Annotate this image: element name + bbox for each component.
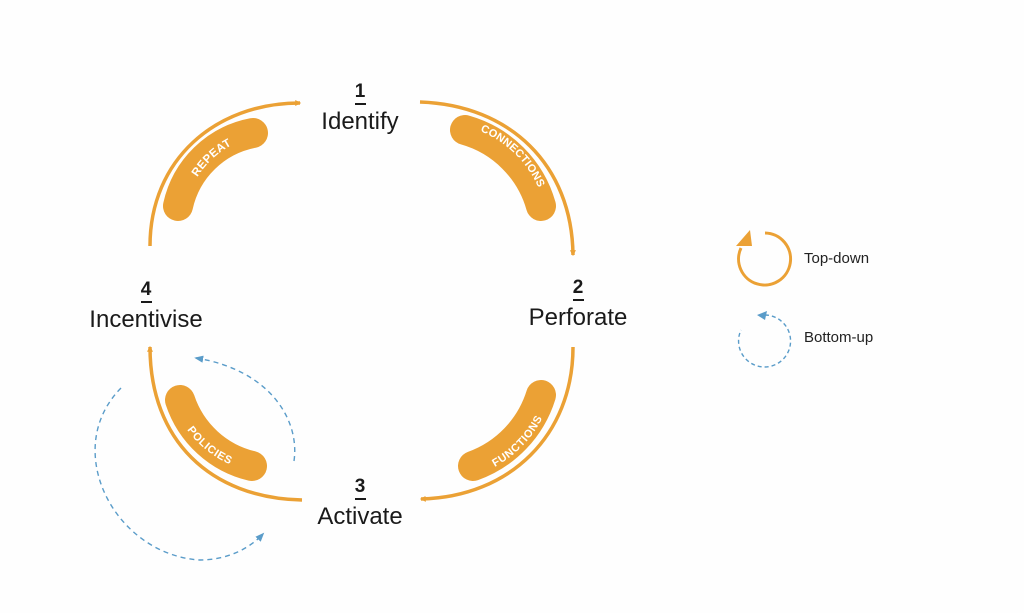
step-identify-underline (354, 103, 366, 105)
legend-bottom-up-label: Bottom-up (804, 329, 874, 346)
top-down-legend-arrowhead (736, 230, 752, 246)
arc-activate-to-incentivise (147, 345, 303, 502)
bottom-up-arc-outer (94, 387, 265, 561)
step-activate: 3 Activate (300, 477, 420, 530)
step-identify: 1 Identify (300, 82, 420, 135)
top-down-legend-icon (737, 231, 793, 287)
arc-identify-to-perforate (419, 100, 576, 257)
step-perforate: 2 Perforate (508, 278, 648, 331)
step-perforate-label: Perforate (528, 304, 628, 331)
step-activate-number: 3 (354, 476, 366, 497)
step-identify-label: Identify (321, 108, 399, 135)
band-functions (458, 380, 556, 481)
step-activate-underline (354, 498, 366, 500)
band-connections (450, 115, 556, 221)
step-incentivise-label: Incentivise (89, 306, 203, 333)
step-incentivise-number: 4 (140, 279, 152, 300)
arc-perforate-to-activate (419, 346, 575, 502)
band-policies (165, 385, 267, 481)
step-identify-number: 1 (354, 81, 366, 102)
legend-top-down-label: Top-down (804, 250, 870, 267)
step-incentivise-underline (140, 301, 152, 303)
step-activate-label: Activate (317, 503, 403, 530)
step-perforate-number: 2 (572, 277, 584, 298)
bottom-up-arc-inner (194, 355, 296, 462)
step-incentivise: 4 Incentivise (76, 280, 216, 333)
step-perforate-underline (572, 299, 584, 301)
arc-incentivise-to-identify (148, 100, 302, 247)
bottom-up-legend-icon (737, 314, 792, 368)
bottom-up-legend-arrowhead (757, 311, 767, 320)
band-repeat (163, 118, 268, 221)
